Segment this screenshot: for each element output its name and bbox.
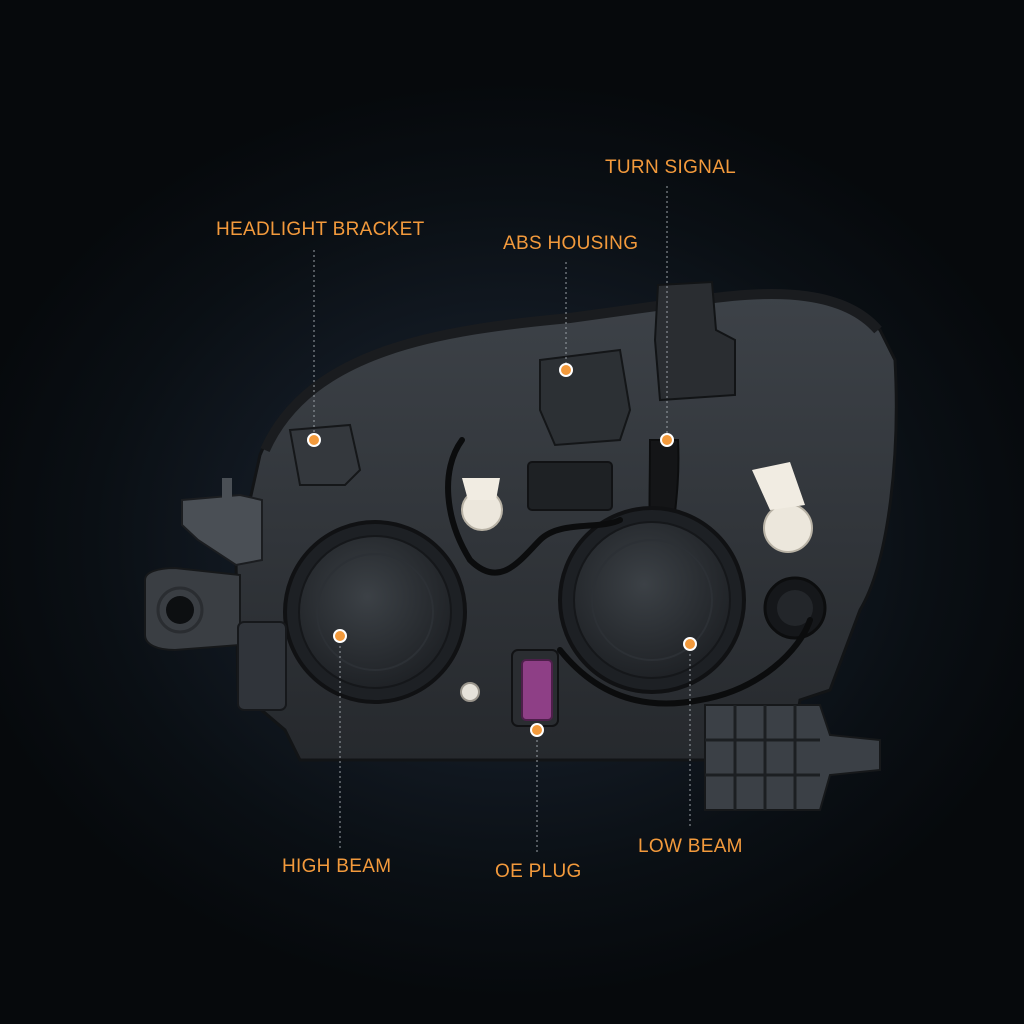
upper-left-bracket <box>181 493 263 567</box>
top-rim <box>260 289 882 453</box>
high-beam-label: HIGH BEAM <box>282 856 392 877</box>
low-beam-label: LOW BEAM <box>638 836 743 857</box>
lower-right-bracket <box>704 704 881 811</box>
wiring-harness <box>445 437 813 707</box>
headlight-bracket-label: HEADLIGHT BRACKET <box>216 219 425 240</box>
callout-dots <box>307 363 697 737</box>
left-mount-tab <box>144 566 241 652</box>
adjuster-bolt <box>460 682 480 702</box>
adjuster-gear-left <box>461 478 503 531</box>
leader-lines <box>313 186 691 852</box>
oe-plug-connector <box>511 649 559 727</box>
abs-housing-label: ABS HOUSING <box>503 233 639 254</box>
oe-plug-label: OE PLUG <box>495 861 582 882</box>
side-marker-socket <box>763 576 827 640</box>
abs-housing-cover <box>539 348 632 447</box>
abs-block <box>527 461 613 511</box>
turn-signal-label: TURN SIGNAL <box>605 157 737 178</box>
turn-signal-socket <box>653 280 736 402</box>
lower-left-box <box>237 621 287 711</box>
headlight-bracket-clip <box>288 423 362 486</box>
adjuster-gear-right <box>752 462 813 553</box>
high-beam-cap <box>283 520 467 704</box>
low-beam-cap <box>558 506 746 694</box>
